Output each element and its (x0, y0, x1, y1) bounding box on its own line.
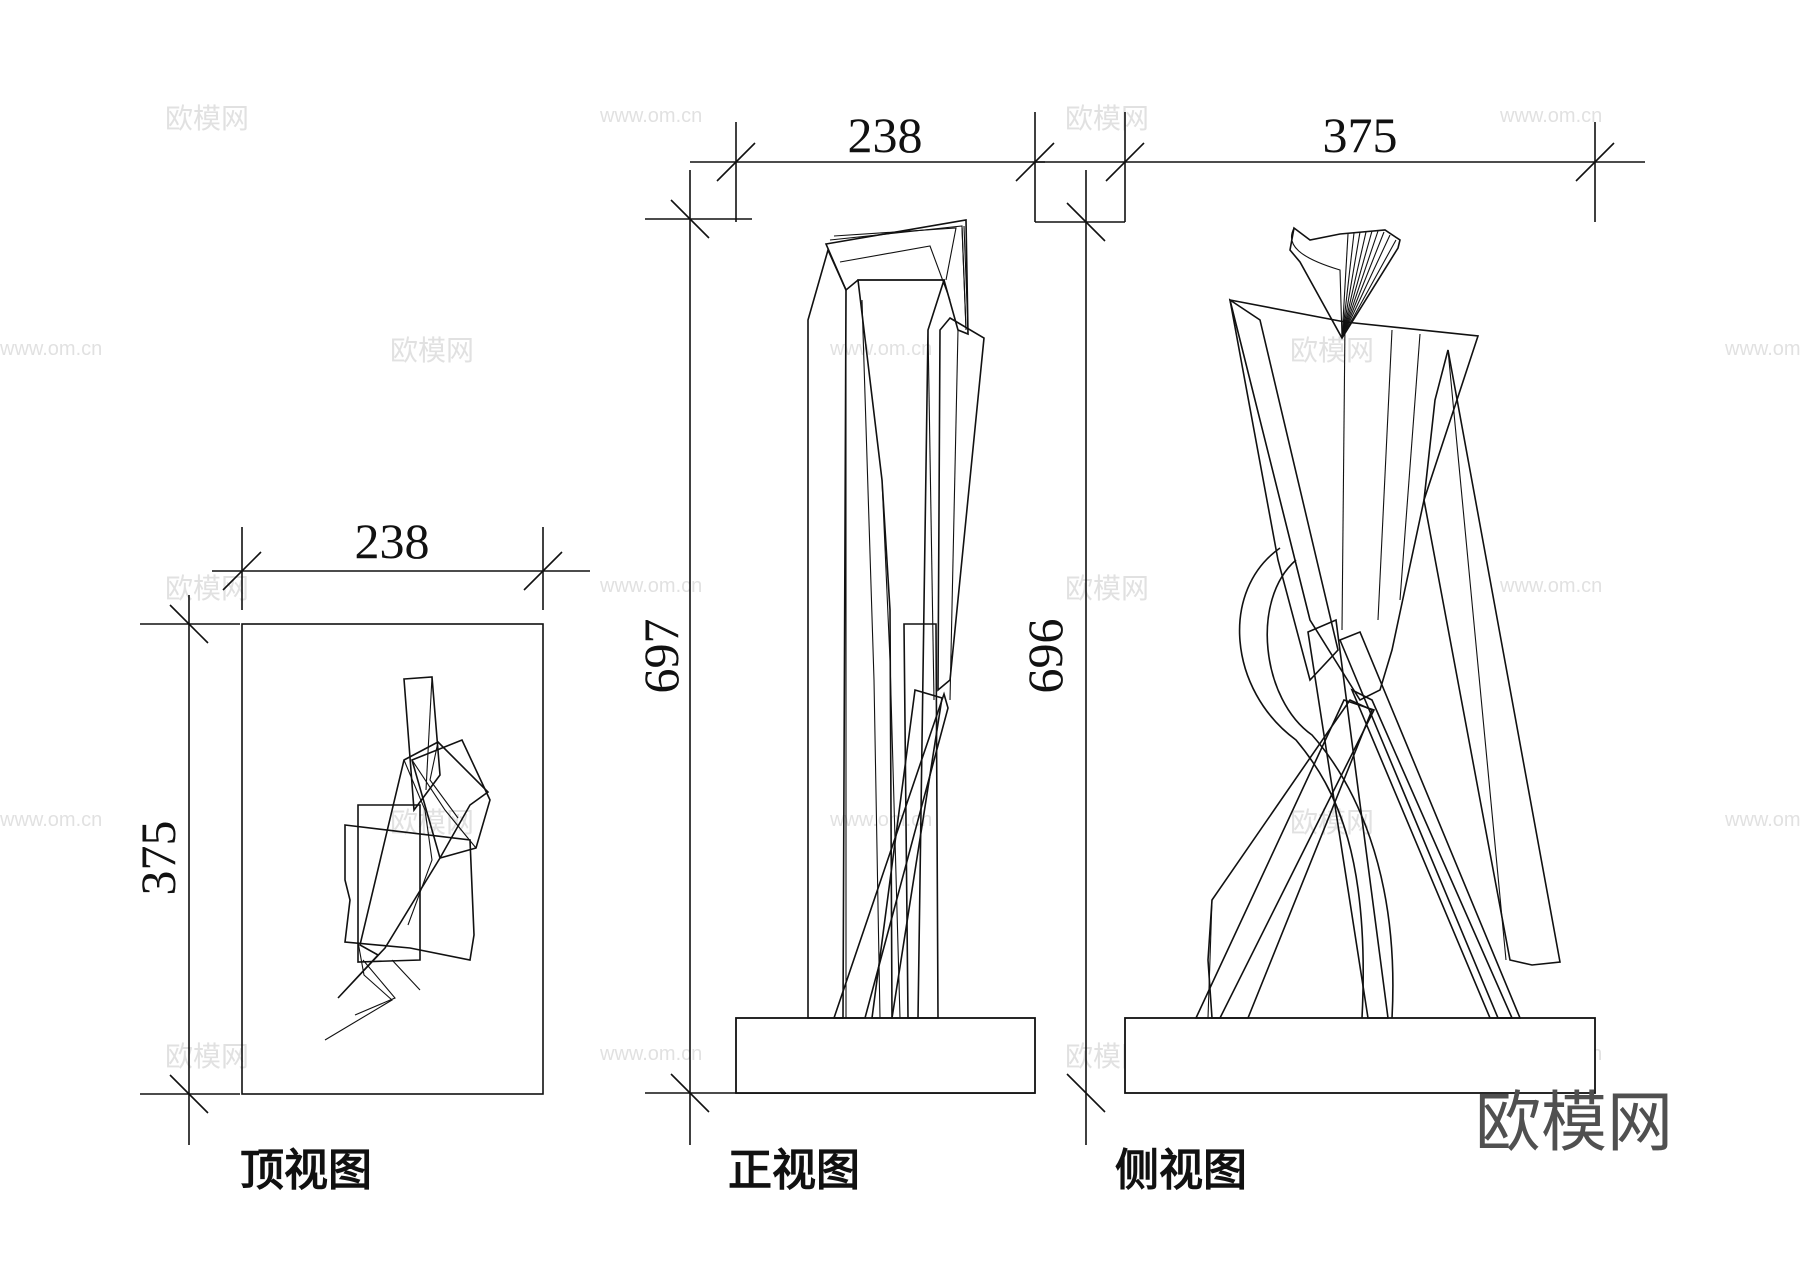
top-view-width-dimension: 238 (212, 513, 590, 610)
side-view: 375 696 (1017, 107, 1645, 1196)
watermark-text: 欧模网 (1290, 334, 1374, 367)
front-view-height-dimension: 697 (633, 170, 1035, 1145)
front-view: 238 697 (633, 107, 1055, 1196)
front-view-title: 正视图 (728, 1145, 860, 1196)
front-view-width-label: 238 (848, 107, 923, 163)
side-view-sculpture (1194, 226, 1561, 1019)
watermark-url: www.om.cn (599, 105, 702, 127)
front-view-width-dimension: 238 (690, 107, 1055, 222)
top-view-title: 顶视图 (240, 1145, 372, 1196)
watermark-url: www.om.cn (599, 575, 702, 597)
top-view: 238 375 顶视图 (130, 513, 590, 1196)
side-view-title: 侧视图 (1115, 1145, 1247, 1196)
side-view-base (1124, 1017, 1596, 1094)
watermark-text: 欧模网 (165, 102, 249, 135)
top-view-height-label: 375 (130, 821, 186, 896)
watermark-url: www.om.cn (1499, 575, 1602, 597)
watermark-url: www.om.cn (599, 1043, 702, 1065)
corner-logo-watermark: 欧模网 (1475, 1084, 1673, 1161)
side-view-width-dimension: 375 (1035, 107, 1645, 222)
watermark-url: www.om.cn (1499, 105, 1602, 127)
top-view-width-label: 238 (355, 513, 430, 569)
top-view-sculpture-plan (324, 676, 491, 1041)
watermark-url: www.om.cn (829, 338, 932, 360)
front-view-sculpture (807, 219, 985, 1019)
background-watermarks: 欧模网 www.om.cn 欧模网 www.om.cn www.om.cn 欧模… (0, 102, 1800, 1073)
watermark-text: 欧模网 (1065, 102, 1149, 135)
front-view-base (735, 1017, 1036, 1094)
watermark-text: 欧模网 (1065, 572, 1149, 605)
side-view-height-dimension: 696 (1017, 170, 1125, 1145)
watermark-text: 欧模网 (390, 334, 474, 367)
top-view-height-dimension: 375 (130, 595, 240, 1145)
side-view-width-label: 375 (1323, 107, 1398, 163)
front-view-height-label: 697 (633, 619, 689, 694)
top-view-boundary (241, 623, 544, 1095)
watermark-url: www.om.cn (0, 809, 102, 831)
watermark-url: www.om.cn (1724, 809, 1800, 831)
side-view-height-label: 696 (1017, 619, 1073, 694)
watermark-text: 欧模网 (165, 1040, 249, 1073)
watermark-url: www.om.cn (1724, 338, 1800, 360)
watermark-text: 欧模网 (390, 806, 474, 839)
watermark-url: www.om.cn (0, 338, 102, 360)
